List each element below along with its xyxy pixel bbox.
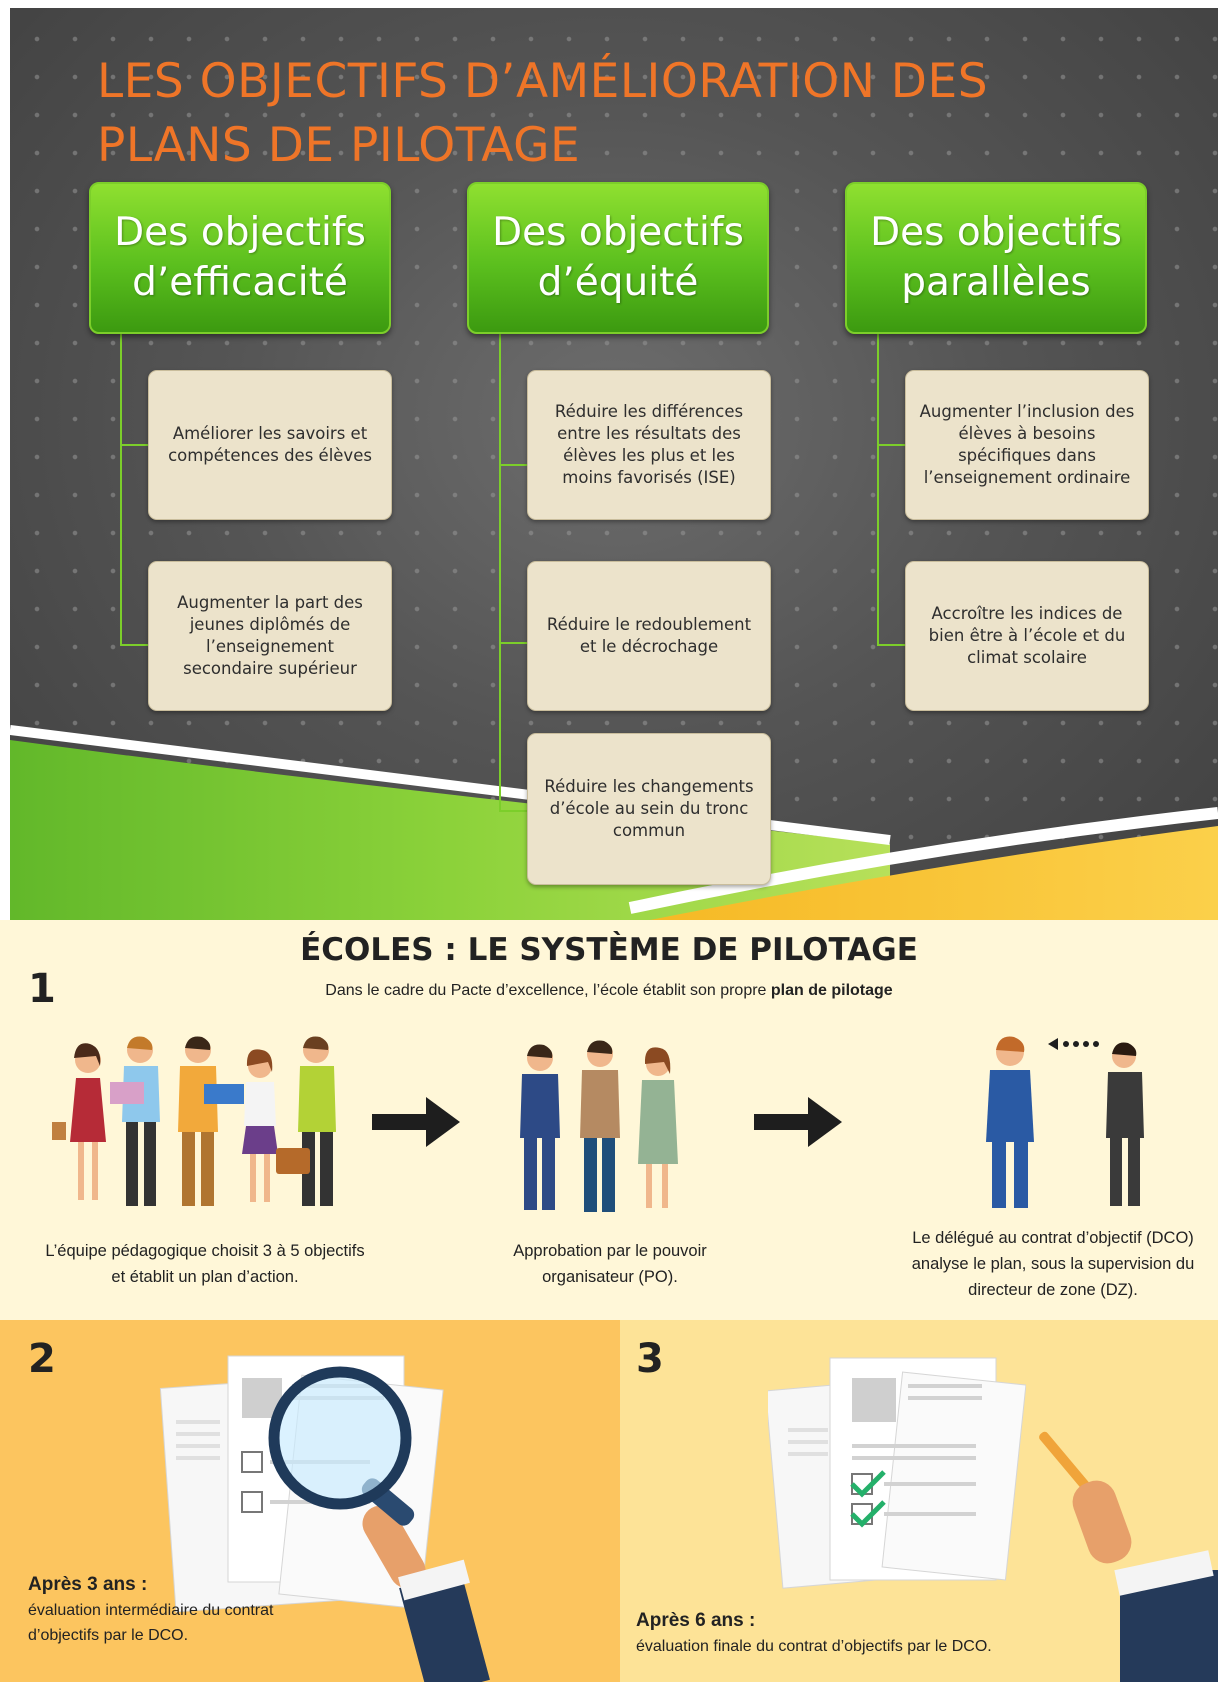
main-title: LES OBJECTIFS D’AMÉLIORATION DES PLANS D… — [97, 50, 988, 178]
checklist-icon — [768, 1357, 1026, 1589]
step-number-3: 3 — [636, 1336, 664, 1382]
caption-step1-team: L’équipe pédagogique choisit 3 à 5 objec… — [45, 1242, 365, 1286]
step-3-description: évaluation finale du contrat d’objectifs… — [636, 1638, 992, 1655]
connector — [499, 810, 527, 812]
step-2-heading: Après 3 ans : — [28, 1574, 148, 1595]
goal-box: Augmenter l’inclusion des élèves à besoi… — [905, 370, 1149, 520]
goal-box: Réduire les différences entre les résult… — [527, 370, 771, 520]
pen-icon — [1039, 1431, 1218, 1682]
connector-paralleles — [877, 334, 879, 646]
category-paralleles: Des objectifs parallèles — [845, 182, 1147, 334]
title-line-2: PLANS DE PILOTAGE — [97, 118, 581, 173]
arrow-right-icon — [754, 1097, 842, 1147]
subtitle-bold: plan de pilotage — [770, 982, 893, 999]
arrow-right-icon — [372, 1097, 460, 1147]
goal-box: Améliorer les savoirs et compétences des… — [148, 370, 392, 520]
pilotage-title: ÉCOLES : LE SYSTÈME DE PILOTAGE — [300, 932, 918, 968]
managers-icon — [520, 1040, 678, 1212]
step-number-1: 1 — [28, 966, 56, 1012]
objectives-panel: LES OBJECTIFS D’AMÉLIORATION DES PLANS D… — [10, 8, 1218, 920]
connector-equite — [499, 334, 501, 812]
step-3-heading: Après 6 ans : — [636, 1610, 756, 1631]
connector — [877, 644, 905, 646]
goal-box: Accroître les indices de bien être à l’é… — [905, 561, 1149, 711]
connector — [120, 644, 148, 646]
supervisor-icon — [986, 1036, 1144, 1208]
connector-efficacite — [120, 334, 122, 646]
category-equite: Des objectifs d’équité — [467, 182, 769, 334]
step-2-text: Après 3 ans : évaluation intermédiaire d… — [28, 1572, 298, 1648]
goal-box: Réduire le redoublement et le décrochage — [527, 561, 771, 711]
connector — [499, 642, 527, 644]
category-efficacite: Des objectifs d’efficacité — [89, 182, 391, 334]
caption-step1-po: Approbation par le pouvoir organisateur … — [513, 1242, 707, 1286]
connector — [120, 444, 148, 446]
magnifier-icon — [159, 1355, 490, 1682]
people-team-icon — [52, 1036, 336, 1206]
step-2-description: évaluation intermédiaire du contrat d’ob… — [28, 1602, 274, 1644]
title-line-1: LES OBJECTIFS D’AMÉLIORATION DES — [97, 54, 989, 109]
step-3-text: Après 6 ans : évaluation finale du contr… — [636, 1608, 992, 1659]
pilotage-subtitle: Dans le cadre du Pacte d’excellence, l’é… — [0, 982, 1218, 1000]
goal-box: Augmenter la part des jeunes diplômés de… — [148, 561, 392, 711]
connector — [499, 464, 527, 466]
subtitle-text: Dans le cadre du Pacte d’excellence, l’é… — [325, 982, 771, 999]
caption-step1-dco: Le délégué au contrat d’objectif (DCO) a… — [911, 1229, 1195, 1299]
goal-box: Réduire les changements d’école au sein … — [527, 733, 771, 885]
connector — [877, 444, 905, 446]
step-number-2: 2 — [28, 1336, 56, 1382]
